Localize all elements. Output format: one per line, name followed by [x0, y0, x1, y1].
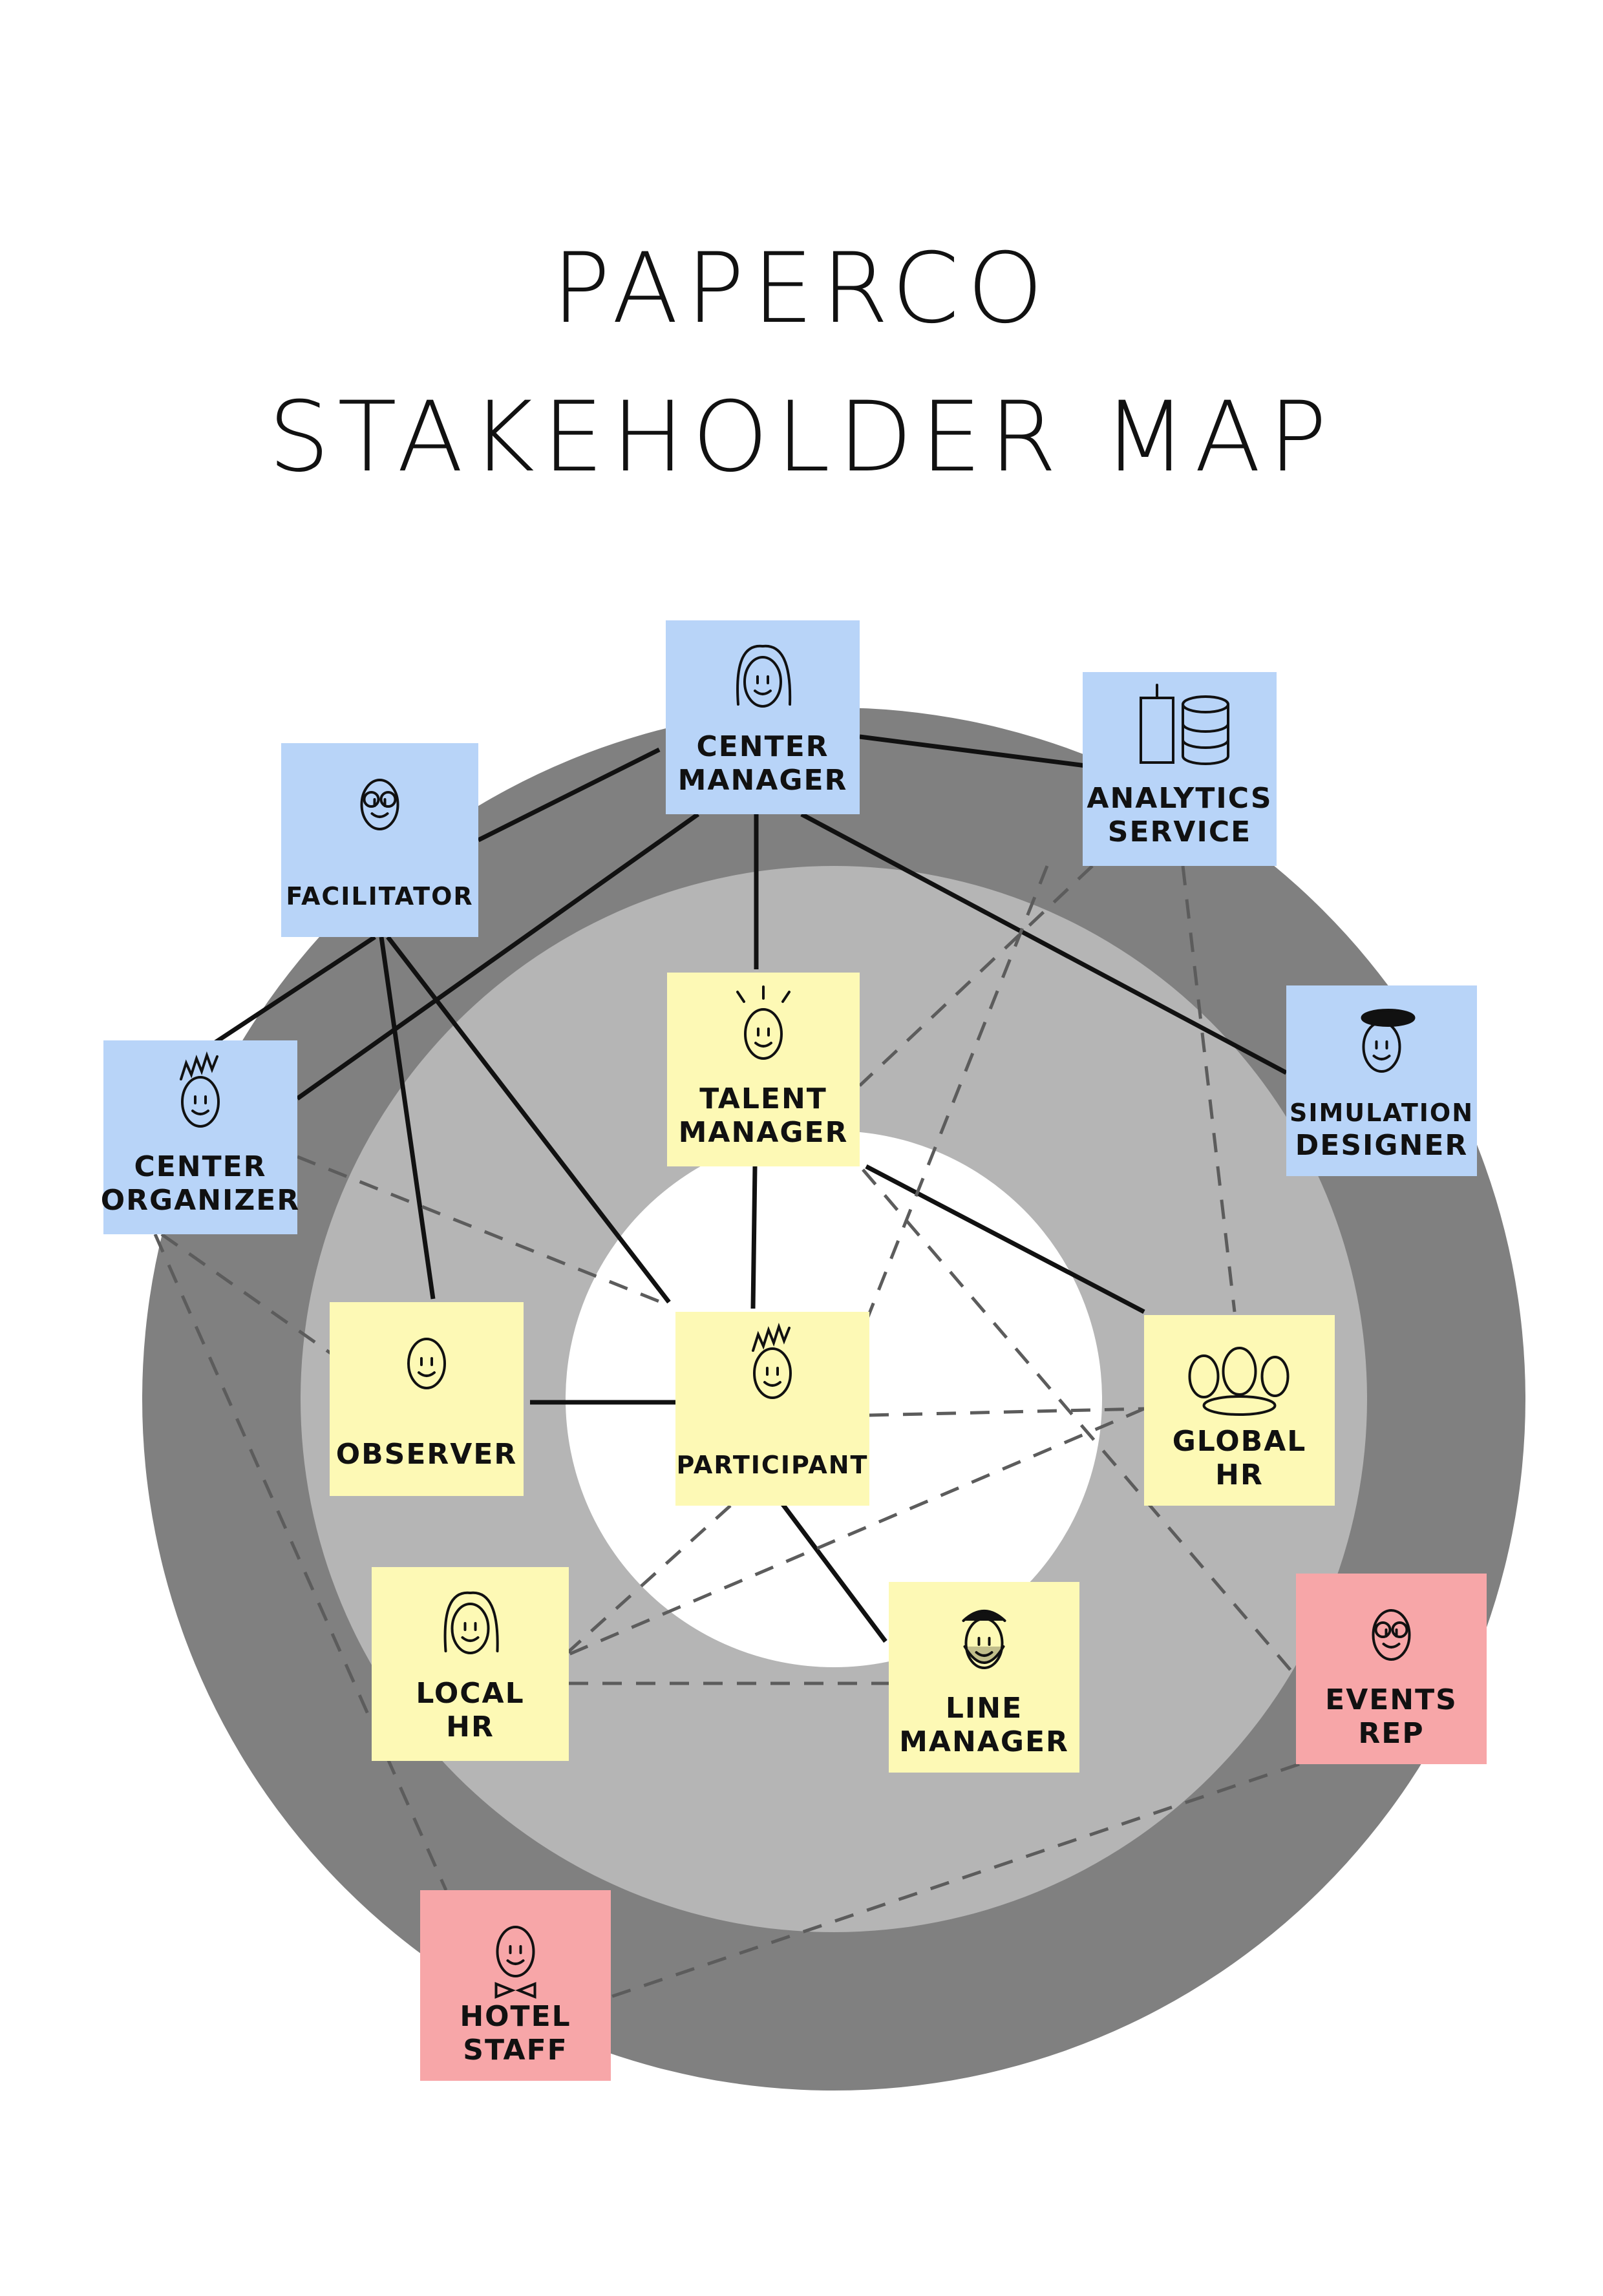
- link-center-manager-facilitator: [477, 747, 661, 843]
- bowtie-face-icon: [494, 1926, 536, 1999]
- note-background: [330, 1302, 524, 1496]
- note-background: [103, 1040, 297, 1234]
- note-background: [1296, 1574, 1487, 1764]
- link-facilitator-observer: [379, 936, 436, 1300]
- group-faces-icon: [1188, 1347, 1290, 1416]
- observer-label-line-1: OBSERVER: [336, 1438, 518, 1471]
- analytics-service-label-line-1: ANALYTICS: [1087, 782, 1272, 815]
- global-hr-label-line-2: HR: [1215, 1459, 1264, 1491]
- dash-analytics-participant: [864, 865, 1049, 1322]
- link-talent-global-hr: [865, 1164, 1145, 1314]
- radiant-face-icon: [736, 985, 791, 1060]
- global-hr-label-line-1: GLOBAL: [1173, 1425, 1307, 1458]
- local-hr-label-line-2: HR: [446, 1711, 494, 1743]
- link-participant-line-manager: [777, 1497, 887, 1643]
- beret-artist-icon: [1361, 1009, 1416, 1073]
- note-background: [675, 1312, 869, 1506]
- center-organizer-label-line-1: CENTER: [134, 1150, 266, 1183]
- note-background: [420, 1890, 611, 2081]
- dash-participant-global-hr: [869, 1407, 1145, 1417]
- line-manager-label-line-2: MANAGER: [899, 1725, 1069, 1758]
- note-background: [666, 620, 860, 814]
- curly-hair-face-icon: [443, 1591, 499, 1654]
- events-rep-label-line-2: REP: [1358, 1717, 1424, 1750]
- server-database-icon: [1140, 684, 1229, 765]
- analytics-service-label-line-2: SERVICE: [1108, 816, 1251, 848]
- link-center-manager-simulation: [800, 812, 1288, 1075]
- stakeholder-note-facilitator: FACILITATOR: [281, 743, 478, 937]
- dash-talent-events: [862, 1168, 1300, 1681]
- hotel-staff-label-line-2: STAFF: [463, 2034, 568, 2067]
- map-title-line-1: PAPERCO: [551, 233, 1052, 345]
- spiky-hair-face-icon: [180, 1051, 220, 1128]
- center-manager-label-line-2: MANAGER: [678, 764, 848, 797]
- talent-manager-label-line-2: MANAGER: [679, 1116, 849, 1149]
- link-center-manager-organizer: [295, 812, 700, 1101]
- facilitator-label-line-1: FACILITATOR: [286, 882, 473, 911]
- simulation-designer-label-line-1: SIMULATION: [1290, 1099, 1474, 1127]
- dash-events-hotel: [610, 1762, 1300, 1999]
- participant-label-line-1: PARTICIPANT: [677, 1451, 869, 1479]
- dash-analytics-global-hr: [1181, 865, 1237, 1312]
- center-organizer-label-line-2: ORGANIZER: [101, 1184, 301, 1217]
- dash-organizer-hotel: [153, 1233, 448, 1891]
- bearded-face-icon: [962, 1610, 1006, 1669]
- long-hair-face-icon: [736, 644, 792, 708]
- talent-manager-label-line-1: TALENT: [699, 1082, 827, 1115]
- events-rep-label-line-1: EVENTS: [1325, 1683, 1458, 1716]
- link-center-manager-analytics: [859, 734, 1087, 768]
- hotel-staff-label-line-1: HOTEL: [460, 2000, 571, 2033]
- note-background: [372, 1567, 569, 1761]
- solid-connections: [212, 734, 1288, 1643]
- local-hr-label-line-1: LOCAL: [416, 1677, 524, 1710]
- link-facilitator-participant: [386, 935, 671, 1304]
- note-background: [281, 743, 478, 937]
- simulation-designer-label-line-2: DESIGNER: [1295, 1129, 1469, 1162]
- map-title-line-2: STAKEHOLDER MAP: [268, 381, 1335, 494]
- note-background: [667, 973, 860, 1166]
- stakeholder-note-observer: OBSERVER: [330, 1302, 524, 1496]
- link-facilitator-organizer: [212, 935, 376, 1046]
- dashed-connections: [153, 865, 1300, 1999]
- note-background: [1083, 672, 1277, 866]
- dash-organizer-observer: [160, 1232, 337, 1359]
- stakeholder-note-participant: PARTICIPANT: [675, 1312, 869, 1506]
- line-manager-label-line-1: LINE: [946, 1692, 1023, 1725]
- glasses-face-icon: [360, 779, 399, 830]
- observer-face-icon: [407, 1338, 446, 1389]
- round-glasses-face-icon: [1372, 1609, 1411, 1661]
- spiky-hair-smile-icon: [752, 1322, 792, 1399]
- center-manager-label-line-1: CENTER: [696, 730, 829, 763]
- dash-global-hr-local-hr: [568, 1407, 1145, 1656]
- link-talent-participant: [750, 1166, 758, 1309]
- dash-participant-local-hr: [564, 1504, 732, 1656]
